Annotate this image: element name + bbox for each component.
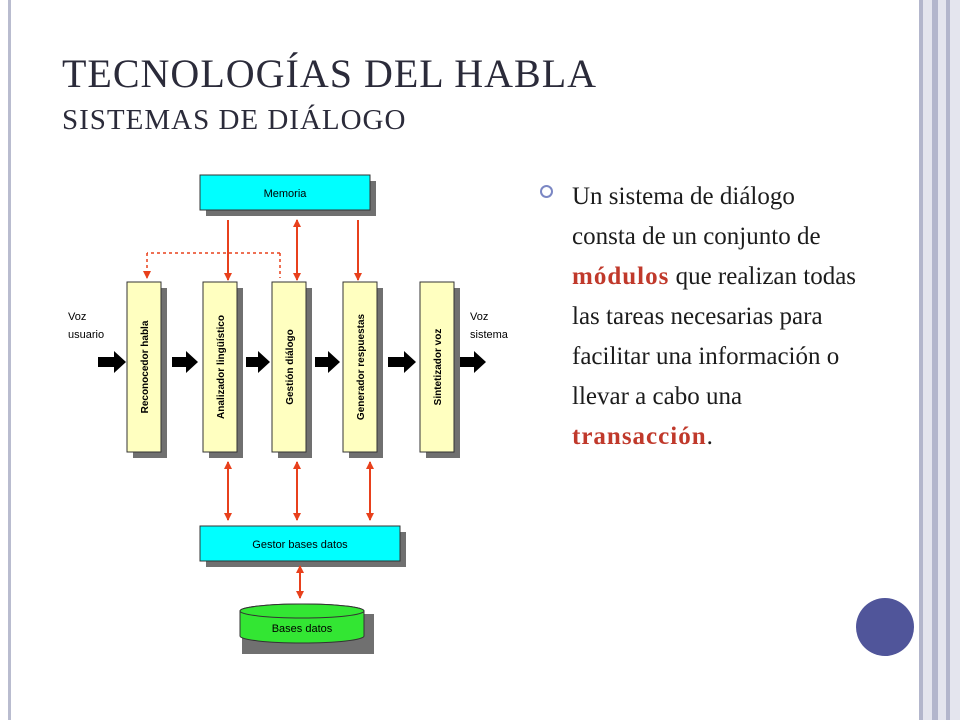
left-frame-line: [8, 0, 11, 720]
slide-subtitle: SISTEMAS DE DIÁLOGO: [62, 104, 407, 136]
decorative-circle: [856, 598, 914, 656]
bullet-text: Un sistema de diálogo consta de un conju…: [572, 177, 862, 457]
dialogue-system-diagram: Memoria Reconocedor habla Analizador lin…: [60, 170, 530, 665]
module-label: Reconocedor habla: [140, 320, 151, 413]
gestor-arrows: [224, 461, 374, 521]
right-frame-bars: [919, 0, 960, 720]
gestor-label: Gestor bases datos: [252, 539, 348, 551]
module-label: Sintetizador voz: [433, 329, 444, 406]
memoria-label: Memoria: [264, 188, 308, 200]
module-label: Analizador lingüístico: [216, 315, 227, 419]
voz-sistema-label: sistema: [470, 329, 509, 341]
bullet-text-part: que realizan todas las tareas necesarias…: [572, 263, 857, 410]
gestor-box: Gestor bases datos: [199, 525, 406, 567]
frame-stripe: [946, 0, 950, 720]
highlight-transaccion: transacción: [572, 423, 707, 450]
flow-arrows: [98, 351, 486, 373]
module-reconocedor: Reconocedor habla: [126, 281, 167, 458]
bullet-text-part: Un sistema de diálogo consta de un conju…: [572, 183, 821, 250]
module-label: Generador respuestas: [356, 313, 367, 420]
frame-stripe: [932, 0, 938, 720]
bases-label: Bases datos: [272, 623, 333, 635]
module-label: Gestión diálogo: [285, 329, 296, 405]
module-gestion: Gestión diálogo: [271, 281, 312, 458]
slide-title: TECNOLOGÍAS DEL HABLA: [62, 51, 598, 96]
memoria-box: Memoria: [199, 174, 376, 216]
voz-usuario-label: Voz: [68, 311, 86, 323]
module-analizador: Analizador lingüístico: [202, 281, 243, 458]
module-sintetizador: Sintetizador voz: [419, 281, 460, 458]
bullet-icon: [540, 185, 553, 198]
dotted-feedback: [143, 252, 281, 279]
highlight-modulos: módulos: [572, 263, 670, 290]
frame-stripe: [919, 0, 923, 720]
voz-sistema-label: Voz: [470, 311, 488, 323]
memory-arrows: [224, 219, 362, 281]
module-generador: Generador respuestas: [342, 281, 383, 458]
voz-usuario-label: usuario: [68, 329, 104, 341]
bases-cylinder: Bases datos: [239, 603, 374, 654]
bullet-text-part: .: [706, 423, 713, 450]
